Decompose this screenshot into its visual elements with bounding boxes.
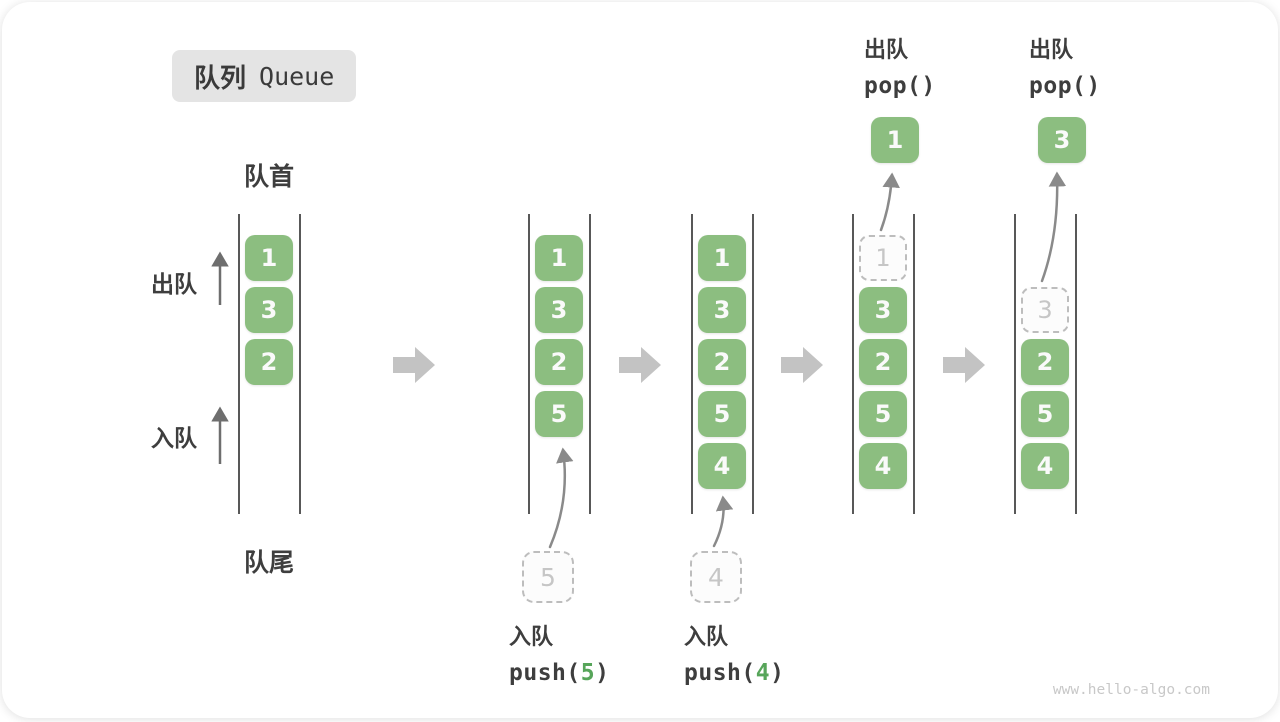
- queue-wall-right: [589, 214, 591, 514]
- queue-cell: 4: [859, 443, 907, 489]
- queue-cell: 5: [535, 391, 583, 437]
- queue-cell: 5: [1021, 391, 1069, 437]
- pop-1-arrow: [881, 175, 892, 230]
- push-close: ): [770, 660, 784, 686]
- title-en: Queue: [259, 62, 334, 91]
- dequeue-action-label: 出队 pop(): [864, 32, 936, 99]
- queue-cell: 5: [698, 391, 746, 437]
- queue-rear-label: 队尾: [238, 543, 300, 579]
- push-arg: 5: [581, 660, 595, 686]
- queue-wall-right: [913, 214, 915, 514]
- popped-cell-ghost: 1: [859, 235, 907, 281]
- queue-wall-left: [691, 214, 693, 514]
- watermark: www.hello-algo.com: [1053, 682, 1210, 698]
- queue-cell: 2: [535, 339, 583, 385]
- popped-cell: 1: [871, 117, 919, 163]
- popped-cell-ghost: 3: [1021, 287, 1069, 333]
- queue-wall-left: [528, 214, 530, 514]
- queue-cell: 1: [698, 235, 746, 281]
- queue-cell: 1: [535, 235, 583, 281]
- pop-call: pop(): [1029, 73, 1101, 99]
- queue-cell: 2: [698, 339, 746, 385]
- dequeue-direction-label: 出队: [151, 265, 197, 299]
- enqueue-direction-label: 入队: [151, 419, 197, 453]
- queue-cell: 4: [698, 443, 746, 489]
- state-transition-arrow: [619, 347, 661, 383]
- state-transition-arrow: [943, 347, 985, 383]
- push-call: push(4): [684, 660, 784, 686]
- dequeue-action-label: 出队 pop(): [1029, 32, 1101, 99]
- push-5-arrow: [550, 450, 565, 547]
- dequeue-action-zh: 出队: [1029, 32, 1101, 64]
- push-fn: push(: [509, 660, 581, 686]
- pop-3-arrow: [1042, 174, 1057, 281]
- queue-cell: 1: [245, 235, 293, 281]
- pop-call: pop(): [864, 73, 936, 99]
- enqueue-action-label: 入队 push(4): [684, 619, 784, 686]
- push-call: push(5): [509, 660, 609, 686]
- title-zh: 队列: [194, 58, 246, 95]
- queue-cell: 4: [1021, 443, 1069, 489]
- queue-wall-left: [1014, 214, 1016, 514]
- queue-cell: 3: [859, 287, 907, 333]
- queue-cell: 3: [245, 287, 293, 333]
- enqueue-action-zh: 入队: [509, 619, 609, 651]
- queue-cell: 5: [859, 391, 907, 437]
- queue-cell: 2: [1021, 339, 1069, 385]
- queue-front-label: 队首: [238, 157, 300, 193]
- state-transition-arrow: [781, 347, 823, 383]
- push-close: ): [595, 660, 609, 686]
- queue-wall-right: [1075, 214, 1077, 514]
- queue-wall-right: [299, 214, 301, 514]
- enqueue-action-label: 入队 push(5): [509, 619, 609, 686]
- dequeue-action-zh: 出队: [864, 32, 936, 64]
- incoming-cell-ghost: 5: [522, 551, 574, 603]
- queue-cell: 2: [245, 339, 293, 385]
- queue-wall-left: [238, 214, 240, 514]
- queue-wall-right: [752, 214, 754, 514]
- push-fn: push(: [684, 660, 756, 686]
- incoming-cell-ghost: 4: [690, 551, 742, 603]
- enqueue-action-zh: 入队: [684, 619, 784, 651]
- push-4-arrow: [714, 498, 724, 546]
- queue-cell: 3: [698, 287, 746, 333]
- push-arg: 4: [756, 660, 770, 686]
- title-chip: 队列 Queue: [172, 50, 356, 102]
- queue-cell: 2: [859, 339, 907, 385]
- state-transition-arrow: [393, 347, 435, 383]
- popped-cell: 3: [1038, 117, 1086, 163]
- queue-cell: 3: [535, 287, 583, 333]
- queue-wall-left: [852, 214, 854, 514]
